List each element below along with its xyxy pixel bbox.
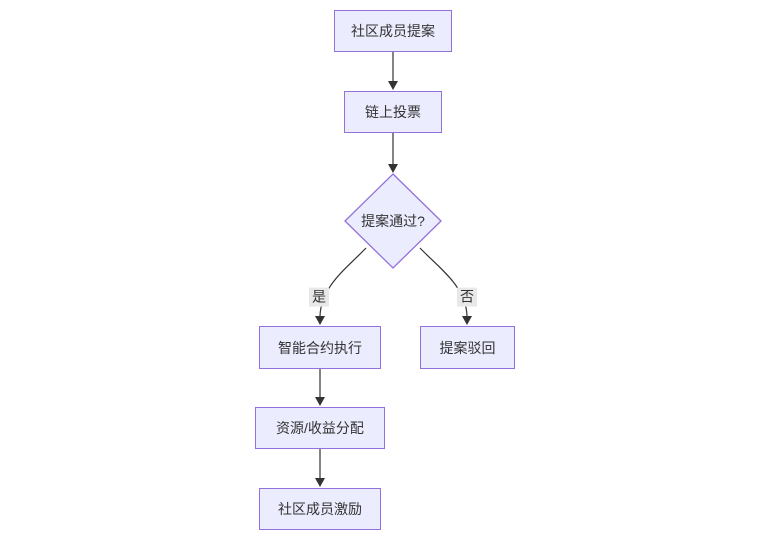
- arrowhead-execution-to-distribution: [315, 397, 325, 406]
- node-onchain-voting: 链上投票: [344, 91, 442, 133]
- arrowhead-decision-to-execution: [315, 316, 325, 325]
- arrowhead-voting-to-decision: [388, 164, 398, 173]
- node-onchain-voting-label: 链上投票: [365, 104, 421, 120]
- node-resource-distribution: 资源/收益分配: [255, 407, 385, 449]
- edge-decision-to-execution: [319, 247, 367, 317]
- node-proposal-rejected: 提案驳回: [420, 326, 515, 369]
- node-community-proposal: 社区成员提案: [334, 10, 452, 52]
- edge-label-yes: 是: [309, 287, 329, 307]
- node-member-incentive-label: 社区成员激励: [278, 501, 362, 517]
- node-proposal-rejected-label: 提案驳回: [439, 339, 496, 356]
- node-contract-execution-label: 智能合约执行: [278, 339, 362, 356]
- arrowhead-decision-to-rejected: [462, 316, 472, 325]
- node-resource-distribution-label: 资源/收益分配: [276, 420, 364, 436]
- edge-label-no: 否: [457, 287, 477, 307]
- node-contract-execution: 智能合约执行: [259, 326, 381, 369]
- decision-diamond-shape: [344, 173, 442, 269]
- edge-decision-to-rejected: [419, 247, 468, 317]
- arrowhead-proposal-to-voting: [388, 81, 398, 90]
- node-decision-label: 提案通过?: [361, 213, 425, 229]
- arrowhead-distribution-to-incentive: [315, 478, 325, 487]
- node-member-incentive: 社区成员激励: [259, 488, 381, 530]
- node-community-proposal-label: 社区成员提案: [351, 23, 435, 39]
- node-decision: 提案通过?: [345, 174, 441, 268]
